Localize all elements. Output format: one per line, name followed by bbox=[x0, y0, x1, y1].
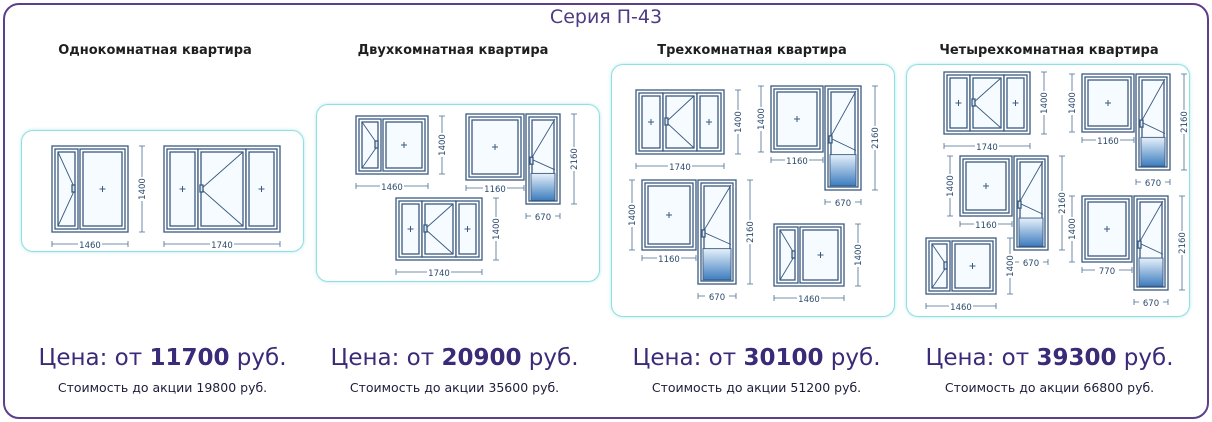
window-4-3-height: 2160 bbox=[1058, 192, 1068, 214]
window-3-1-height: 1400 bbox=[734, 111, 744, 133]
window-3-3: 1160 670 2160 1400 bbox=[627, 179, 756, 303]
window-3-3-height: 2160 bbox=[746, 221, 756, 243]
price-three-room: Цена: от 30100 руб. bbox=[632, 345, 881, 371]
window-2-2-width: 1160 bbox=[484, 185, 506, 195]
window-4-4-side-height: 1400 bbox=[1068, 218, 1078, 240]
window-4-2-height: 2160 bbox=[1180, 111, 1190, 133]
series-title: Серия П-43 bbox=[549, 6, 663, 28]
window-4-2-side-height: 1400 bbox=[1068, 92, 1078, 114]
window-4-2-width: 1160 bbox=[1097, 137, 1119, 147]
window-4-5: 1460 1400 bbox=[925, 237, 1016, 313]
window-3-2-height: 2160 bbox=[871, 127, 881, 149]
window-3-2-width: 1160 bbox=[786, 157, 808, 167]
window-2-3-height: 1400 bbox=[492, 218, 502, 240]
window-2-1-width: 1460 bbox=[381, 183, 403, 193]
column-title-4: Четырехкомнатная квартира bbox=[939, 43, 1159, 58]
window-3-3-side-height: 1400 bbox=[628, 204, 638, 226]
window-4-3: 1160 670 2160 1400 bbox=[945, 155, 1068, 269]
window-1-2-width: 1740 bbox=[211, 241, 233, 251]
window-2-3: 1740 1400 bbox=[395, 197, 502, 279]
window-2-1: 1460 1400 bbox=[355, 115, 448, 193]
price-two-room: Цена: от 20900 руб. bbox=[330, 345, 579, 371]
window-4-4-width: 770 bbox=[1099, 267, 1115, 277]
window-2-1-height: 1400 bbox=[438, 134, 448, 156]
window-2-2: 1160 670 2160 bbox=[465, 113, 580, 223]
old-price-one-room: Стоимость до акции 19800 руб. bbox=[57, 380, 268, 395]
window-4-3-side-height: 1400 bbox=[946, 175, 956, 197]
window-4-4-height: 2160 bbox=[1178, 232, 1188, 254]
window-4-1: 1740 1400 bbox=[943, 71, 1050, 153]
window-3-4-height: 1400 bbox=[854, 244, 864, 266]
window-2-2-door-width: 670 bbox=[535, 213, 551, 223]
column-title-2: Двухкомнатная квартира bbox=[357, 43, 549, 58]
window-4-5-height: 1400 bbox=[1006, 255, 1016, 277]
window-4-3-width: 1160 bbox=[975, 221, 997, 231]
window-3-3-width: 1160 bbox=[658, 255, 680, 265]
window-3-1: 1740 1400 bbox=[635, 89, 744, 173]
window-1-2: 1740 bbox=[163, 145, 281, 251]
window-4-3-door-width: 670 bbox=[1023, 259, 1039, 269]
window-2-3-width: 1740 bbox=[428, 269, 450, 279]
old-price-three-room: Стоимость до акции 51200 руб. bbox=[651, 380, 862, 395]
column-title-3: Трехкомнатная квартира bbox=[657, 43, 847, 58]
window-3-3-door-width: 670 bbox=[709, 293, 725, 303]
column-title-1: Однокомнатная квартира bbox=[58, 43, 252, 58]
outer-frame bbox=[3, 3, 1209, 419]
price-one-room: Цена: от 11700 руб. bbox=[38, 345, 287, 371]
window-3-2-door-width: 670 bbox=[835, 199, 851, 209]
window-4-2: 1160 670 2160 1400 bbox=[1067, 73, 1190, 189]
old-price-two-room: Стоимость до акции 35600 руб. bbox=[349, 380, 560, 395]
window-4-1-width: 1740 bbox=[976, 143, 998, 153]
window-1-1: 1460 1400 bbox=[51, 145, 148, 251]
window-3-2: 1160 670 2160 1400 bbox=[756, 85, 881, 209]
old-price-four-room: Стоимость до акции 66800 руб. bbox=[944, 380, 1155, 395]
window-3-4-width: 1460 bbox=[798, 295, 820, 305]
window-3-2-side-height: 1400 bbox=[757, 108, 767, 130]
window-1-1-width: 1460 bbox=[79, 241, 101, 251]
price-four-room: Цена: от 39300 руб. bbox=[925, 345, 1174, 371]
window-4-5-width: 1460 bbox=[950, 303, 972, 313]
window-2-2-height: 2160 bbox=[570, 148, 580, 170]
window-4-2-door-width: 670 bbox=[1145, 179, 1161, 189]
window-3-1-width: 1740 bbox=[669, 163, 691, 173]
window-4-1-height: 1400 bbox=[1040, 92, 1050, 114]
window-3-4: 1460 1400 bbox=[773, 223, 864, 305]
window-4-4-door-width: 670 bbox=[1143, 299, 1159, 309]
window-1-1-height: 1400 bbox=[138, 178, 148, 200]
window-4-4: 770 670 2160 1400 bbox=[1067, 195, 1188, 309]
